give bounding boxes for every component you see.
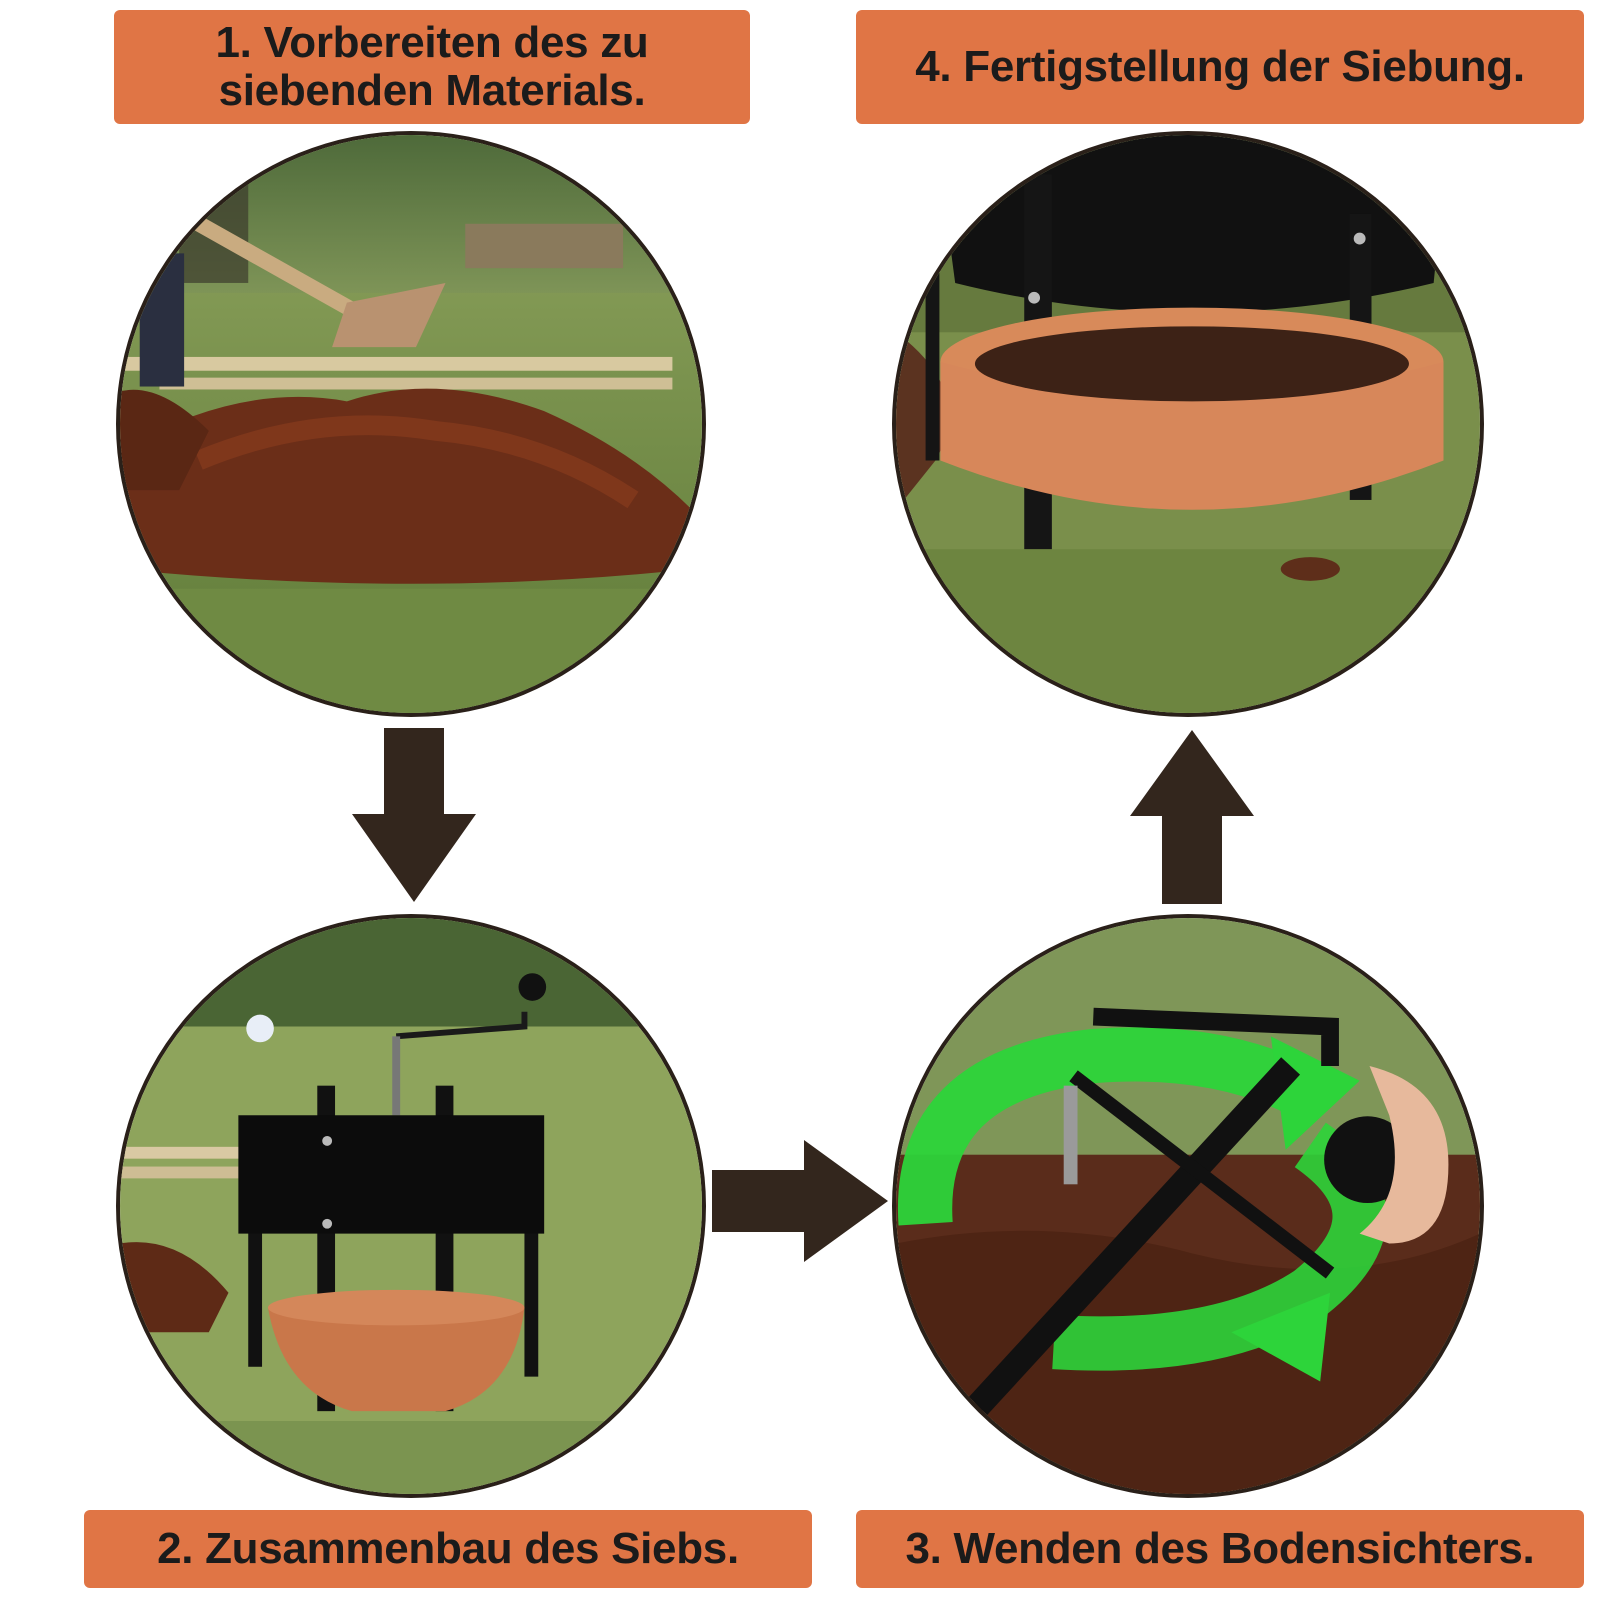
step-3-label-text: 3. Wenden des Bodensichters. (905, 1523, 1535, 1573)
arrow-up-icon (1130, 730, 1254, 904)
turning-sifter-illustration (896, 918, 1480, 1494)
assembled-sieve-illustration (120, 918, 702, 1494)
step-1-label-text: 1. Vorbereiten des zu siebenden Material… (215, 17, 649, 115)
step-4-label: 4. Fertigstellung der Siebung. (856, 10, 1584, 124)
step-1-photo (116, 131, 706, 717)
step-1-label: 1. Vorbereiten des zu siebenden Material… (114, 10, 750, 124)
finished-sieve-illustration (896, 135, 1480, 713)
arrow-up-shape (1130, 730, 1254, 904)
step-2-photo (116, 914, 706, 1498)
arrow-down-icon (352, 728, 476, 902)
step-2-label: 2. Zusammenbau des Siebs. (84, 1510, 812, 1588)
soil-pile-illustration (120, 135, 702, 713)
step-4-label-text: 4. Fertigstellung der Siebung. (915, 41, 1525, 91)
step-3-photo (892, 914, 1484, 1498)
arrow-right-shape (712, 1140, 888, 1262)
step-2-label-text: 2. Zusammenbau des Siebs. (157, 1523, 739, 1573)
arrow-down-shape (352, 728, 476, 902)
step-3-label: 3. Wenden des Bodensichters. (856, 1510, 1584, 1588)
arrow-right-icon (712, 1140, 888, 1262)
step-4-photo (892, 131, 1484, 717)
